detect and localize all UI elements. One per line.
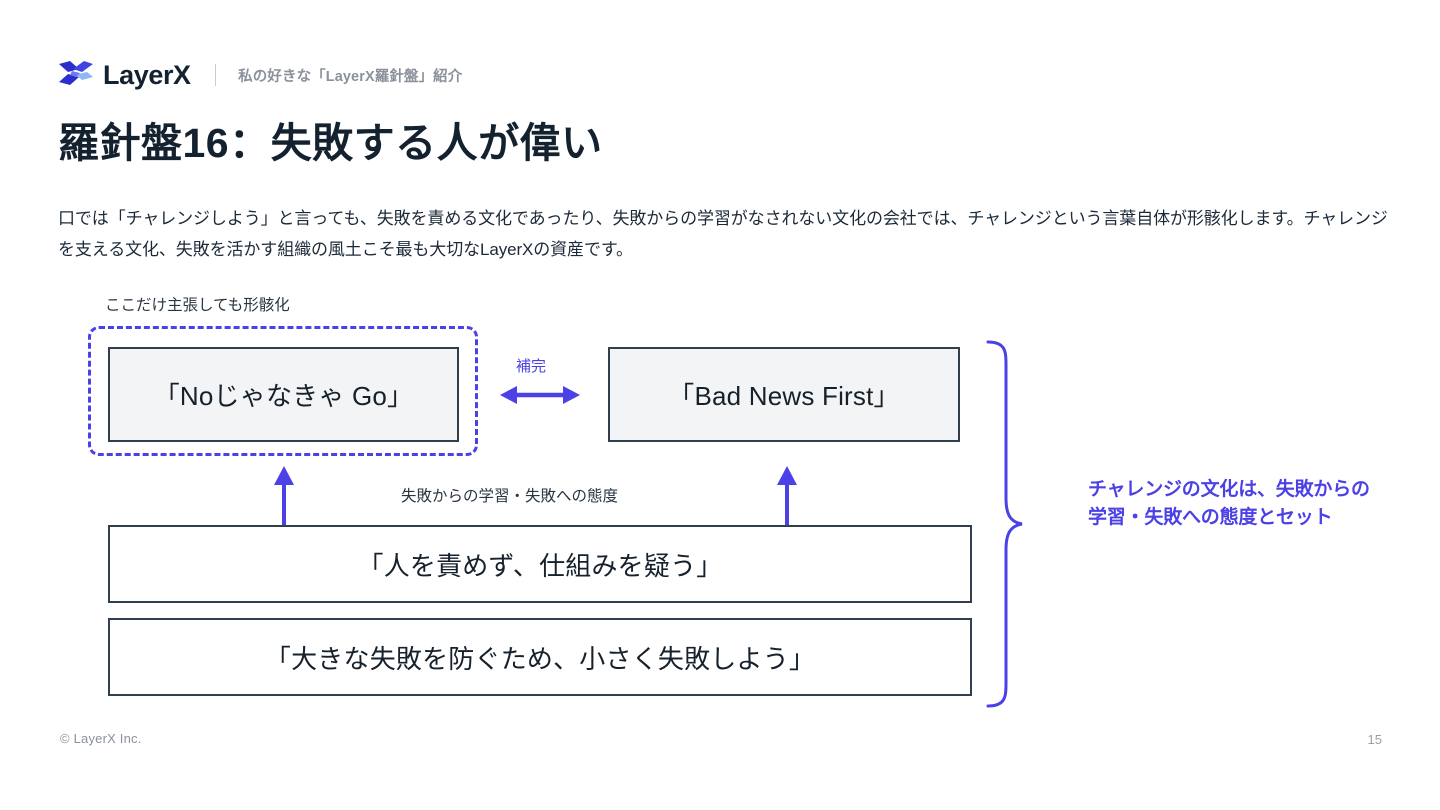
concept-box-no-go[interactable]: 「Noじゃなきゃ Go」 (108, 347, 459, 442)
middle-note: 失敗からの学習・失敗への態度 (401, 488, 619, 505)
double-headed-horizontal-arrow-icon (500, 386, 580, 404)
header-divider (214, 64, 217, 86)
dashed-region-note: ここだけ主張しても形骸化 (105, 297, 290, 314)
up-arrow-icon (274, 466, 294, 528)
concept-box-blame[interactable]: 「人を責めず、仕組みを疑う」 (108, 525, 972, 603)
right-curly-brace-icon (986, 340, 1023, 708)
layerx-wordmark: LayerX (103, 59, 191, 90)
header-subtitle: 私の好きな「LayerX羅針盤」紹介 (238, 68, 463, 85)
concept-box-bad-news[interactable]: 「Bad News First」 (608, 347, 960, 442)
footer-page-number: 15 (1367, 732, 1382, 747)
page-title: 羅針盤16：失敗する人が偉い (58, 120, 603, 166)
lead-paragraph: 口では「チャレンジしよう」と言っても、失敗を責める文化であったり、失敗からの学習… (58, 209, 1388, 260)
concept-box-small-fail[interactable]: 「大きな失敗を防ぐため、小さく失敗しよう」 (108, 618, 972, 696)
brace-caption: チャレンジの文化は、失敗からの学習・失敗への態度とセット (1088, 479, 1370, 529)
slide-header: LayerX 私の好きな「LayerX羅針盤」紹介 (58, 58, 462, 92)
layerx-x-logo-icon (58, 60, 94, 90)
footer-copyright: © LayerX Inc. (60, 731, 142, 746)
dashed-highlight-region (88, 326, 478, 456)
complement-label: 補完 (516, 358, 547, 375)
up-arrow-icon (777, 466, 797, 528)
